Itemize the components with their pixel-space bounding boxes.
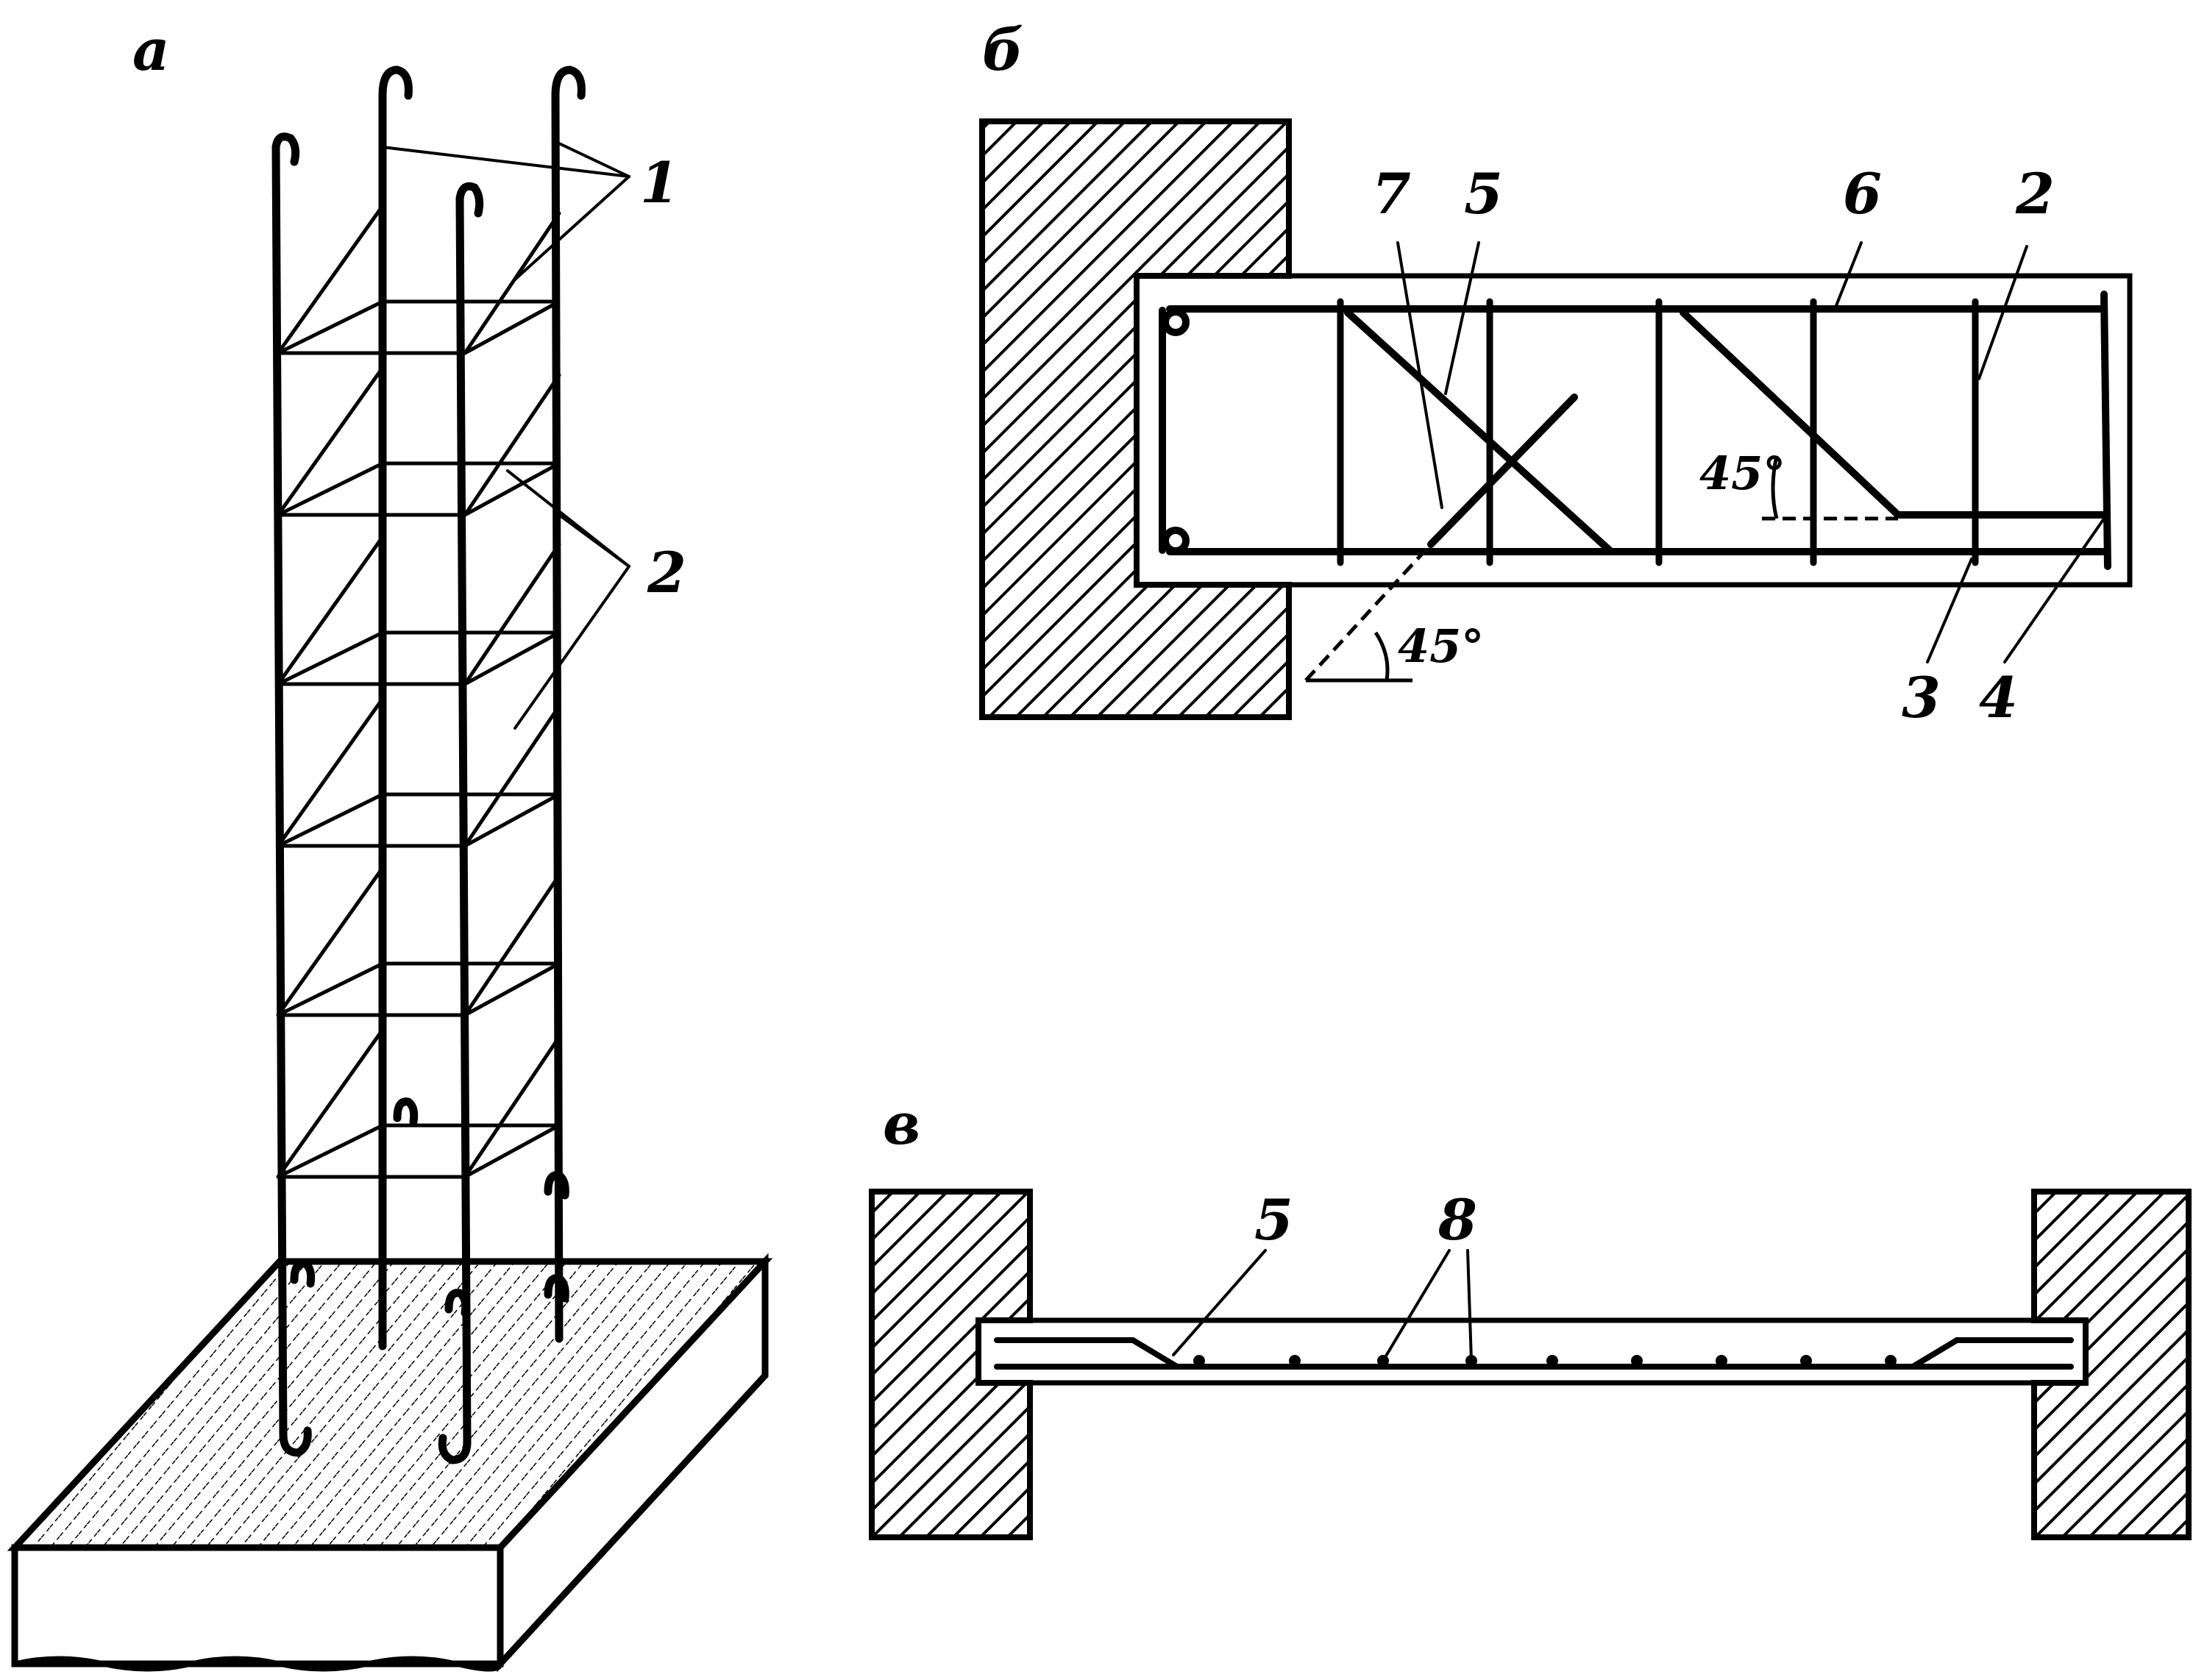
callout-v5: 5 [1254, 1187, 1293, 1253]
callout-a1: 1 [640, 150, 679, 216]
bent-up-bars [1344, 309, 2108, 555]
tie-3 [276, 535, 561, 686]
vertical-bars [271, 65, 586, 1464]
tie-diagonal-4 [463, 704, 561, 848]
ties-group [276, 204, 561, 1179]
tie-4 [276, 697, 561, 848]
distribution-bar-6 [1631, 1355, 1643, 1367]
panel-label-v: в [883, 1091, 920, 1158]
panel-label-b: б [982, 17, 1023, 84]
distribution-bar-9 [1885, 1355, 1897, 1367]
panel-label-a: а [132, 17, 170, 84]
tie-diagonal-3 [463, 542, 561, 686]
angle-label-bent: 45° [1699, 446, 1785, 500]
leaders-b [1396, 241, 2105, 663]
panel-b-beam [979, 118, 2133, 720]
callout-a2: 2 [647, 540, 686, 605]
leaders-v [1172, 1249, 1473, 1362]
tie-diagonal-2 [463, 373, 561, 517]
tie-2 [276, 366, 561, 517]
distribution-bar-5 [1546, 1355, 1558, 1367]
callout-b6: 6 [1843, 161, 1882, 227]
callout-v8: 8 [1437, 1187, 1477, 1253]
panel-a-column-cage [7, 65, 773, 1673]
longitudinal-bars [1159, 291, 2111, 570]
angle-label-support: 45° [1398, 619, 1484, 673]
distribution-bar-7 [1716, 1355, 1727, 1367]
construction-45 [1304, 455, 1898, 683]
tie-diagonal-1 [463, 211, 561, 355]
leaders-a [381, 142, 630, 730]
distribution-bar-1 [1193, 1355, 1205, 1367]
tie-diagonal-5 [463, 873, 561, 1017]
tie-diagonal-6 [463, 1035, 561, 1179]
panel-v-slab [869, 1189, 2192, 1540]
tie-1 [276, 204, 561, 355]
beam-outline [1134, 273, 2133, 588]
distribution-bar-2 [1289, 1355, 1301, 1367]
slab-outline [975, 1317, 2089, 1386]
footing-slab [7, 1253, 773, 1673]
tie-5 [276, 866, 561, 1017]
callout-b3: 3 [1902, 665, 1941, 730]
slab-bars [994, 1337, 2074, 1370]
stirrups [1337, 298, 1979, 566]
callout-b2: 2 [2015, 161, 2055, 227]
callout-b7: 7 [1372, 161, 1411, 227]
distribution-bar-8 [1800, 1355, 1812, 1367]
callout-b5: 5 [1464, 161, 1503, 227]
callout-b4: 4 [1979, 665, 2018, 730]
tie-6 [276, 1028, 561, 1179]
